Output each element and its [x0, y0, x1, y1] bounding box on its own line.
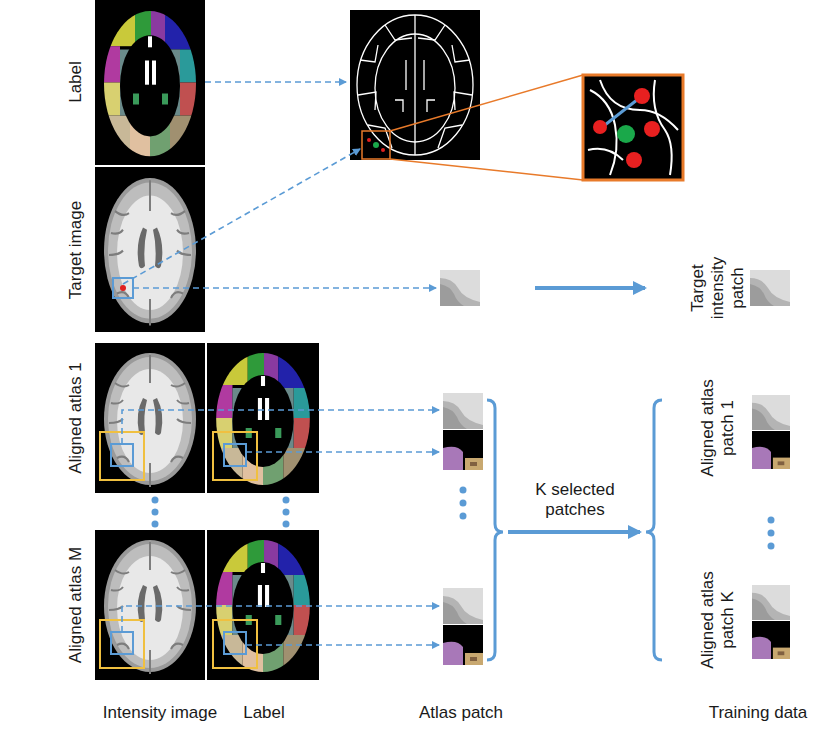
intensity-patch	[752, 585, 790, 620]
row-label: Aligned atlas patch K	[698, 570, 738, 670]
column-label: Intensity image	[90, 703, 230, 723]
intensity-patch	[440, 270, 480, 306]
zoom-inset	[390, 75, 683, 180]
thick-arrow	[508, 288, 645, 532]
row-label: Label	[66, 7, 86, 157]
label-patch	[752, 431, 790, 469]
patch-window	[100, 278, 257, 668]
dashed-arrow	[122, 82, 439, 645]
target-voxel	[120, 285, 126, 291]
column-label: Atlas patch	[401, 703, 521, 723]
intensity-patch	[443, 393, 483, 429]
ellipsis-dots	[152, 487, 775, 550]
column-label: Training data	[698, 703, 818, 723]
label-patch	[443, 625, 483, 665]
intensity-patch	[750, 270, 790, 306]
mri-image	[95, 167, 205, 332]
row-label: Target intensity patch	[688, 240, 748, 336]
intensity-patch	[752, 395, 790, 430]
column-label: Label	[224, 703, 304, 723]
mri-image	[95, 343, 205, 493]
intensity-patch	[443, 588, 483, 624]
mri-image	[95, 530, 205, 680]
row-label: Aligned atlas M	[66, 530, 86, 680]
edge-map	[350, 10, 480, 160]
bracket	[487, 400, 662, 660]
label-map	[95, 0, 205, 165]
row-label: Aligned atlas patch 1	[698, 378, 738, 478]
label-map	[207, 343, 319, 493]
row-label: Target image	[66, 175, 86, 325]
label-map	[207, 530, 319, 680]
label-patch	[443, 430, 483, 470]
arrow-label: K selected patches	[515, 480, 635, 520]
label-patch	[752, 621, 790, 659]
row-label: Aligned atlas 1	[66, 343, 86, 493]
